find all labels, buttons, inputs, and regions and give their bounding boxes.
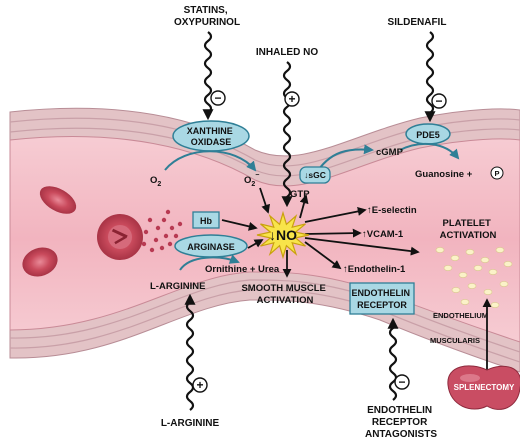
hemoglobin-dot xyxy=(173,233,179,239)
sgc-box: ↓sGC xyxy=(299,166,331,184)
platelet xyxy=(503,261,513,267)
cgmp-to-guanosine-arrow xyxy=(399,142,460,160)
arginase-enzyme: ARGINASE xyxy=(174,234,248,258)
pathway-arrows xyxy=(221,187,420,278)
inhaled-no-arrow xyxy=(281,61,293,208)
endothelin-1-label: ↑Endothelin-1 xyxy=(343,264,406,275)
hemoglobin-box: Hb xyxy=(192,211,220,229)
platelet xyxy=(451,287,461,293)
xanthine-oxidase-enzyme: XANTHINE OXIDASE xyxy=(172,120,250,152)
platelet-activation-label: PLATELET ACTIVATION xyxy=(440,218,497,241)
platelet xyxy=(467,283,477,289)
endothelin-antagonists-label: ENDOTHELIN RECEPTOR ANTAGONISTS xyxy=(365,405,437,440)
hemoglobin-dot xyxy=(159,245,165,251)
svg-text:ARGINASE: ARGINASE xyxy=(187,242,235,252)
platelet xyxy=(499,281,509,287)
l-arginine-drug-arrow xyxy=(184,293,196,411)
platelet xyxy=(450,255,460,261)
sildenafil-arrow xyxy=(424,31,436,123)
minus-sign-statins: − xyxy=(210,90,226,106)
svg-text:XANTHINE OXIDASE: XANTHINE OXIDASE xyxy=(187,126,236,147)
superoxide-label: O2− xyxy=(244,172,259,188)
svg-text:−: − xyxy=(214,91,221,105)
svg-text:−: − xyxy=(398,375,405,389)
arginine-to-ornithine-arrow xyxy=(179,254,240,271)
endothelin-receptor-box: ENDOTHELIN RECEPTOR xyxy=(349,282,415,315)
platelet xyxy=(480,257,490,263)
platelet xyxy=(473,265,483,271)
hemoglobin-dot xyxy=(149,247,155,253)
hemoglobin-dots xyxy=(141,209,183,253)
hemoglobin-dot xyxy=(141,241,147,247)
hemoglobin-dot xyxy=(163,233,169,239)
platelets xyxy=(435,247,513,308)
gtp-label: GTP xyxy=(290,189,310,200)
svg-text:−: − xyxy=(435,94,442,108)
statins-label: STATINS, OXYPURINOL xyxy=(174,5,240,28)
platelet xyxy=(435,247,445,253)
ornithine-urea-label: Ornithine + Urea xyxy=(205,264,280,275)
o2-to-superoxide-arrow xyxy=(164,150,257,172)
smooth-muscle-activation-label: SMOOTH MUSCLE ACTIVATION xyxy=(241,283,328,306)
hemoglobin-dot xyxy=(167,241,173,247)
svg-text:+: + xyxy=(288,92,295,106)
platelet xyxy=(458,272,468,278)
minus-sign-sildenafil: − xyxy=(431,93,447,109)
pde5-enzyme: PDE5 xyxy=(405,123,451,145)
muscularis-label: MUSCULARIS xyxy=(430,336,480,345)
red-blood-cells xyxy=(22,186,143,277)
plus-sign-l-arginine: + xyxy=(192,377,208,393)
plus-sign-inhaled-no: + xyxy=(284,91,300,107)
platelet xyxy=(465,249,475,255)
sildenafil-label: SILDENAFIL xyxy=(388,17,447,28)
platelet xyxy=(443,265,453,271)
platelet xyxy=(488,269,498,275)
hemoglobin-dot xyxy=(165,209,171,215)
svg-text:+: + xyxy=(196,378,203,392)
cgmp-label: cGMP xyxy=(376,147,404,158)
hemoglobin-dot xyxy=(169,225,175,231)
hemoglobin-dot xyxy=(161,217,167,223)
guanosine-label: Guanosine + xyxy=(415,169,473,180)
l-arginine-drug-label: L-ARGININE xyxy=(161,418,220,429)
splenectomy-label: SPLENECTOMY xyxy=(454,383,515,392)
e-selectin-label: ↑E-selectin xyxy=(367,205,417,216)
hemoglobin-dot xyxy=(143,229,149,235)
o2-label: O2 xyxy=(150,175,161,188)
l-arginine-label: L-ARGININE xyxy=(150,281,205,292)
svg-text:↓sGC: ↓sGC xyxy=(304,170,326,180)
endothelium-label: ENDOTHELIUM xyxy=(433,311,488,320)
svg-text:P: P xyxy=(494,169,499,178)
hemoglobin-dot xyxy=(153,237,159,243)
platelet xyxy=(495,247,505,253)
svg-text:PDE5: PDE5 xyxy=(416,130,440,140)
platelet xyxy=(460,299,470,305)
nitric-oxide-burst: ↓NO xyxy=(256,210,310,260)
statins-arrow xyxy=(202,31,214,121)
svg-text:↓NO: ↓NO xyxy=(269,227,297,243)
platelet xyxy=(483,289,493,295)
endothelin-antagonist-arrow xyxy=(387,317,399,401)
platelet xyxy=(490,302,500,308)
hemoglobin-dot xyxy=(147,217,153,223)
inhaled-no-label: INHALED NO xyxy=(256,47,318,58)
phosphate-circle: P xyxy=(490,166,504,180)
hemoglobin-dot xyxy=(155,225,161,231)
spleen-icon xyxy=(447,365,520,410)
svg-text:ENDOTHELIN RECEPTOR: ENDOTHELIN RECEPTOR xyxy=(351,288,412,310)
vcam-label: ↑VCAM-1 xyxy=(362,229,404,240)
svg-text:Hb: Hb xyxy=(200,216,212,226)
hemoglobin-dot xyxy=(177,221,183,227)
minus-sign-endothelin: − xyxy=(394,374,410,390)
